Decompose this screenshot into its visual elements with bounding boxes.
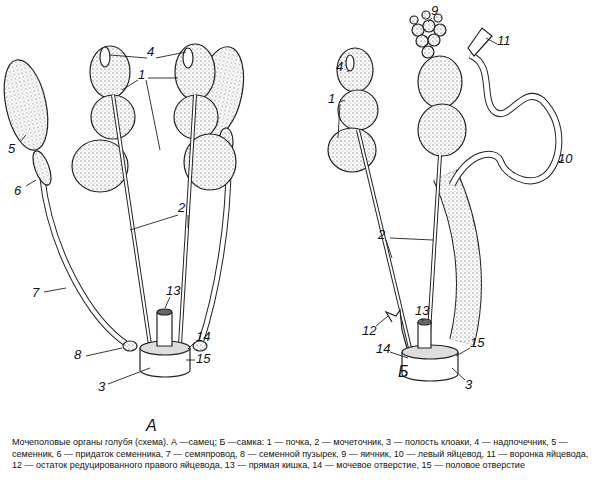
callout-number: 13 [166, 284, 180, 297]
callout-number: 15 [470, 336, 484, 349]
callout-number: 13 [415, 304, 429, 317]
callout-number: 5 [8, 142, 15, 155]
callout-number: 1 [138, 68, 145, 81]
figure-caption: Мочеполовые органы голубя (схема). А —са… [12, 437, 590, 472]
callout-number: 8 [74, 348, 81, 361]
callout-number: 1 [328, 92, 335, 105]
callout-number: 14 [196, 330, 210, 343]
callout-number: 3 [98, 380, 105, 393]
panel-letter: Б [398, 364, 408, 380]
panel-letter: А [146, 418, 157, 434]
callout-number: 3 [465, 378, 472, 391]
callout-number: 14 [376, 342, 390, 355]
callout-number: 12 [362, 324, 376, 337]
callout-number: 15 [196, 352, 210, 365]
callout-number: 6 [14, 184, 21, 197]
callout-number: 4 [336, 60, 343, 73]
callout-number: 2 [178, 201, 185, 214]
callout-number: 4 [147, 45, 154, 58]
callout-number: 10 [558, 152, 572, 165]
callout-number: 11 [497, 34, 511, 47]
callout-number: 2 [378, 228, 385, 241]
callout-number: 7 [32, 286, 39, 299]
callout-number: 9 [431, 4, 438, 17]
